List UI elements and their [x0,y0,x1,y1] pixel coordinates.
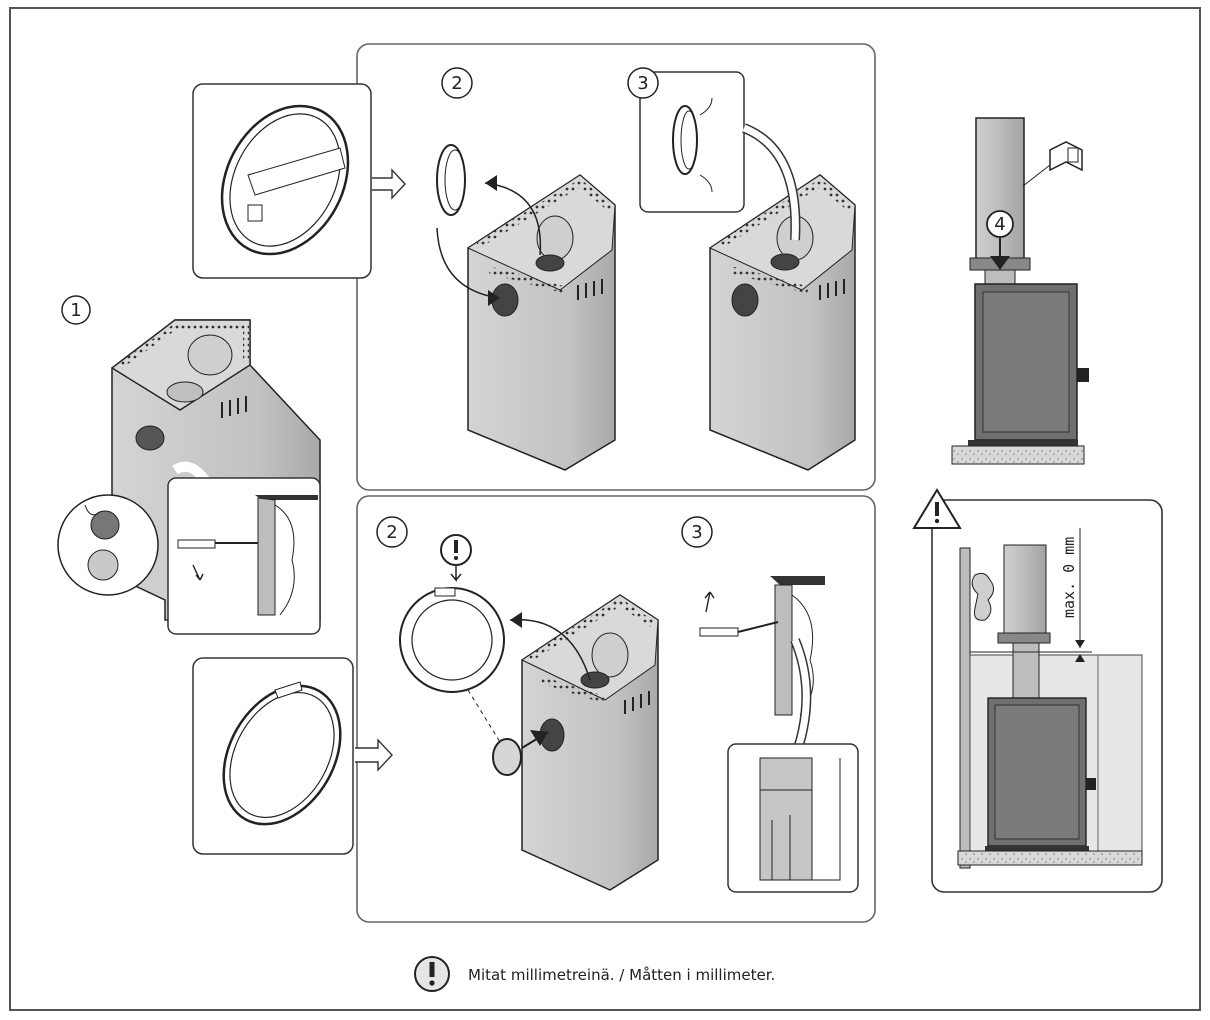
dimension-label: max. 0 mm [1060,537,1078,618]
svg-text:4: 4 [994,214,1005,235]
svg-text:1: 1 [70,300,81,321]
svg-text:3: 3 [691,522,702,543]
ring-part-inset-bottom [192,657,393,855]
step-number-3-top: 3 [627,67,659,99]
bottom-step3-illustration [699,576,859,893]
footer-note-text: Mitat millimetreinä. / Måtten i millimet… [468,966,775,984]
footer-note: Mitat millimetreinä. / Måtten i millimet… [414,956,775,992]
step1-stove-illustration [57,319,321,635]
top-step2-illustration [436,144,616,471]
step-number-4: 4 [994,214,1005,235]
step1-inset [167,477,321,635]
ring-part-inset-top [192,83,406,279]
step-number-2-top: 2 [441,67,473,99]
page-frame [9,7,1201,1011]
step-number-2-bottom: 2 [376,516,408,548]
zoom-circle [57,494,159,596]
bottom-step2-illustration [399,534,659,891]
panel-bottom-steps [356,495,876,923]
step-number-3-bottom: 3 [681,516,713,548]
svg-text:3: 3 [637,73,648,94]
step-number-1: 1 [61,295,91,325]
step4-pipe-illustration [951,117,1089,465]
warning-clearance-illustration: max. 0 mm [912,488,1163,893]
svg-text:2: 2 [451,73,462,94]
top-step3-illustration [639,71,856,471]
svg-text:2: 2 [386,522,397,543]
